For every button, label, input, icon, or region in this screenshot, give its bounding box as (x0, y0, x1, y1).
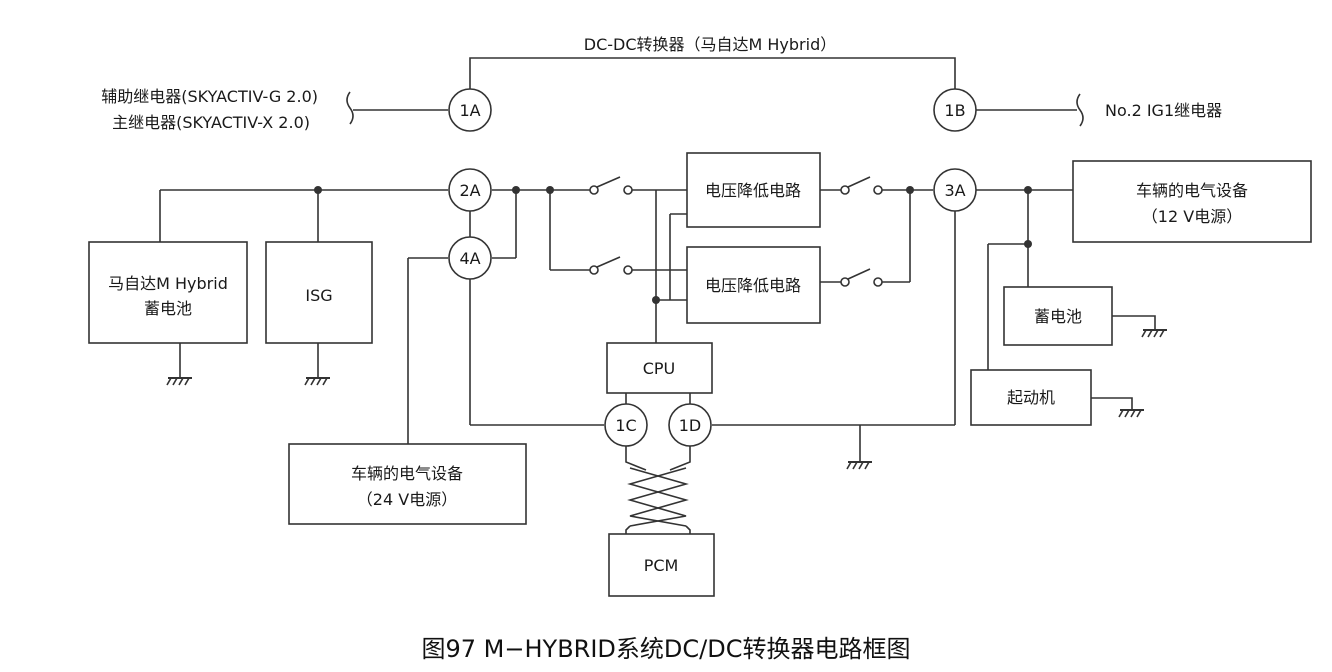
terminal-1a: 1A (448, 88, 492, 132)
svg-text:1C: 1C (615, 416, 636, 435)
cpu-label: CPU (643, 359, 676, 378)
battery-12v-box (1003, 286, 1113, 346)
starter-box (970, 369, 1092, 426)
pcm-box (608, 533, 715, 597)
terminal-1b: 1B (933, 88, 977, 132)
starter-label: 起动机 (1007, 388, 1055, 407)
terminal-4a: 4A (448, 236, 492, 280)
load-24v-line2: （24 V电源） (357, 490, 457, 509)
load-24v-line1: 车辆的电气设备 (351, 464, 463, 483)
isg-label: ISG (305, 286, 332, 305)
svg-text:3A: 3A (944, 181, 965, 200)
svg-text:1B: 1B (944, 101, 965, 120)
terminal-1c: 1C (604, 403, 648, 447)
terminal-3a: 3A (933, 168, 977, 212)
mhybrid-battery-box (88, 241, 248, 344)
mhybrid-battery-line2: 蓄电池 (144, 299, 192, 318)
load-12v-line2: （12 V电源） (1142, 207, 1242, 226)
aux-relay-label: 辅助继电器(SKYACTIV-G 2.0) (101, 87, 318, 106)
terminal-1d: 1D (668, 403, 712, 447)
pcm-label: PCM (644, 556, 679, 575)
step-down-circuit-1-label: 电压降低电路 (705, 181, 801, 200)
terminal-2a: 2A (448, 168, 492, 212)
cpu-box (606, 342, 713, 394)
mhybrid-battery-line1: 马自达M Hybrid (108, 274, 228, 293)
svg-text:1D: 1D (679, 416, 702, 435)
step-down-circuit-2-label: 电压降低电路 (705, 276, 801, 295)
ig1-relay-label: No.2 IG1继电器 (1105, 101, 1222, 120)
diagram-title: DC-DC转换器（马自达M Hybrid） (584, 35, 837, 54)
battery-12v-label: 蓄电池 (1034, 307, 1082, 326)
load-12v-line1: 车辆的电气设备 (1136, 181, 1248, 200)
step-down-circuit-1 (686, 152, 821, 228)
isg-box (265, 241, 373, 344)
svg-text:1A: 1A (459, 101, 480, 120)
load-24v-box (288, 443, 527, 525)
main-relay-label: 主继电器(SKYACTIV-X 2.0) (112, 113, 310, 132)
load-12v-box (1072, 160, 1312, 243)
step-down-circuit-2 (686, 246, 821, 324)
svg-text:4A: 4A (459, 249, 480, 268)
svg-text:2A: 2A (459, 181, 480, 200)
figure-caption: 图97 M−HYBRID系统DC/DC转换器电路框图 (422, 635, 911, 663)
